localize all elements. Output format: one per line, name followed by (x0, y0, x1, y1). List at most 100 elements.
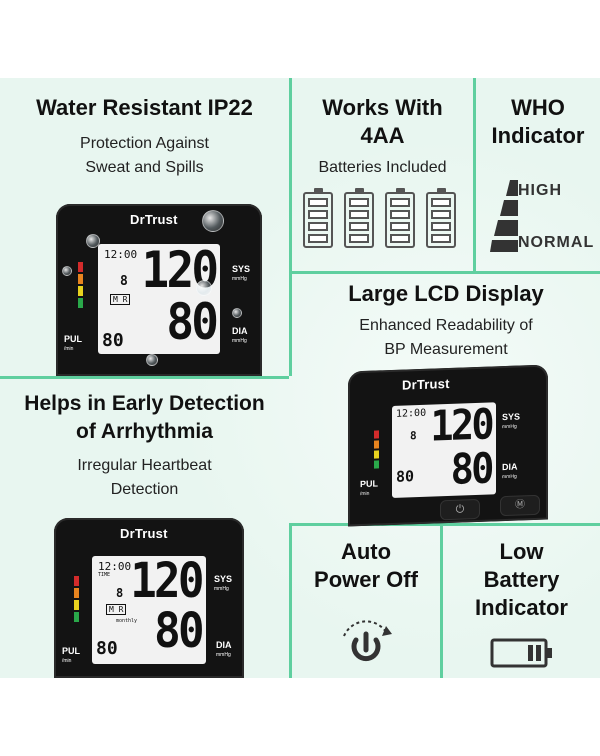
lcd-memory: 8 (410, 429, 417, 443)
auto-off-title-line2: Power Off (314, 567, 418, 592)
who-bar-green (374, 460, 379, 469)
dia-label-text: DIA (232, 326, 248, 336)
pul-label-text: PUL (64, 334, 82, 344)
who-normal-label: NORMAL (518, 234, 595, 251)
dia-label-text: DIA (216, 640, 232, 650)
who-bar-red (74, 576, 79, 586)
sys-unit: mmHg (502, 423, 517, 431)
divider-v2 (473, 78, 476, 271)
who-ramp-icon (490, 180, 518, 252)
pul-label-text: PUL (360, 478, 378, 490)
auto-off-title-line1: Auto (340, 539, 392, 564)
arrhythmia-sub-line2: Detection (110, 481, 179, 498)
who-panel: WHO Indicator (476, 94, 600, 150)
dia-unit: mmHg (232, 338, 247, 344)
sys-label-text: SYS (214, 574, 233, 584)
water-title: Water Resistant IP22 (36, 95, 253, 120)
who-title-line2: Indicator (491, 123, 585, 148)
sys-unit: mmHg (232, 276, 247, 282)
pul-label-text: PUL (62, 646, 80, 656)
arrhythmia-title-line1: Helps in Early Detection (24, 392, 265, 415)
who-bar-orange (74, 588, 79, 598)
who-title-line1: WHO (511, 95, 565, 120)
brand-logo: DrTrust (402, 375, 450, 393)
battery-icon (303, 188, 333, 248)
lcd-sub-line2: BP Measurement (384, 341, 508, 358)
lcd-pul-value: 80 (102, 330, 124, 351)
lcd-panel: Large LCD Display Enhanced Readability o… (292, 280, 600, 362)
sys-label-text: SYS (232, 264, 251, 274)
lcd-pul-value: 80 (96, 638, 118, 659)
who-bar-red (374, 430, 379, 439)
pul-unit: /min (360, 490, 370, 498)
arrhythmia-title-line2: of Arrhythmia (76, 420, 213, 443)
who-bar-orange (78, 274, 83, 284)
pul-unit: /min (64, 346, 74, 352)
lcd-memory: 8 (116, 586, 124, 600)
brand-logo: DrTrust (130, 212, 178, 227)
dia-unit: mmHg (502, 473, 517, 481)
memory-button[interactable]: Ⓜ (500, 494, 540, 517)
batteries-title-line2: 4AA (360, 123, 405, 148)
batteries-title-line1: Works With (322, 95, 443, 120)
low-battery-panel: Low Battery Indicator (443, 538, 600, 622)
bp-monitor-front: DrTrust 12:00 TIME 8 M R monthly 120 80 … (54, 518, 244, 678)
water-drop (196, 280, 212, 296)
lcd-time: 12:00 (396, 407, 427, 420)
pul-label: PUL/min (64, 334, 82, 354)
batteries-panel: Works With 4AA Batteries Included (292, 94, 473, 180)
auto-power-off-title: Auto Power Off (292, 538, 440, 594)
arrhythmia-title: Helps in Early Detection of Arrhythmia (0, 390, 289, 446)
power-icon (343, 620, 392, 662)
pul-unit: /min (62, 658, 72, 664)
divider-v3 (289, 523, 292, 678)
who-high-label: HIGH (518, 182, 562, 199)
arrhythmia-panel: Helps in Early Detection of Arrhythmia I… (0, 390, 289, 502)
low-battery-icon (490, 638, 552, 668)
lcd-mode: M R (106, 604, 127, 615)
lcd-dia-value: 80 (154, 603, 204, 659)
battery-icon (426, 188, 456, 248)
lcd-dia-value: 80 (166, 293, 219, 351)
lcd-screen: 12:00 TIME 8 M R monthly 120 80 80 (92, 556, 206, 664)
water-drop (202, 210, 224, 232)
who-title: WHO Indicator (476, 94, 600, 150)
who-bar-green (74, 612, 79, 622)
lcd-dia-value: 80 (450, 443, 492, 494)
batteries-subtitle: Batteries Included (318, 159, 447, 176)
divider-v1 (289, 78, 292, 376)
who-bar-yellow (78, 286, 83, 296)
water-sub-line1: Protection Against (80, 135, 209, 152)
lcd-title: Large LCD Display (348, 281, 544, 306)
divider-h2 (0, 376, 289, 379)
lcd-screen: 12:00 8 120 80 80 (392, 402, 496, 498)
sys-label: SYS mmHg (232, 264, 250, 284)
battery-icons (303, 188, 463, 254)
pul-label: PUL/min (360, 478, 378, 499)
feature-canvas: Water Resistant IP22 Protection Against … (0, 78, 600, 678)
low-batt-title-line2: Battery (483, 567, 560, 592)
power-button[interactable]: ⏻ (440, 498, 480, 521)
lcd-time-label: TIME (98, 572, 111, 578)
who-bar-red (78, 262, 83, 272)
low-batt-title-line3: Indicator (475, 595, 568, 620)
brand-logo: DrTrust (120, 526, 168, 541)
lcd-screen: 12:00 8 M R 120 80 80 (98, 244, 220, 354)
divider-v4 (440, 523, 443, 678)
water-resistant-panel: Water Resistant IP22 Protection Against … (0, 94, 289, 180)
lcd-subtitle: Enhanced Readability of BP Measurement (292, 314, 600, 362)
divider-h3 (289, 523, 600, 526)
lcd-sys-value: 120 (430, 402, 492, 451)
lcd-memory: 8 (120, 274, 128, 289)
lcd-monthly: monthly (116, 618, 138, 624)
dia-label: DIA mmHg (232, 326, 248, 346)
battery-icon (385, 188, 415, 248)
water-drop (86, 234, 100, 248)
sys-unit: mmHg (214, 586, 229, 592)
who-bar-yellow (74, 600, 79, 610)
dia-unit: mmHg (216, 652, 231, 658)
dia-label: DIA mmHg (216, 640, 232, 660)
sys-label: SYS mmHg (214, 574, 232, 594)
who-bar-orange (374, 440, 379, 449)
